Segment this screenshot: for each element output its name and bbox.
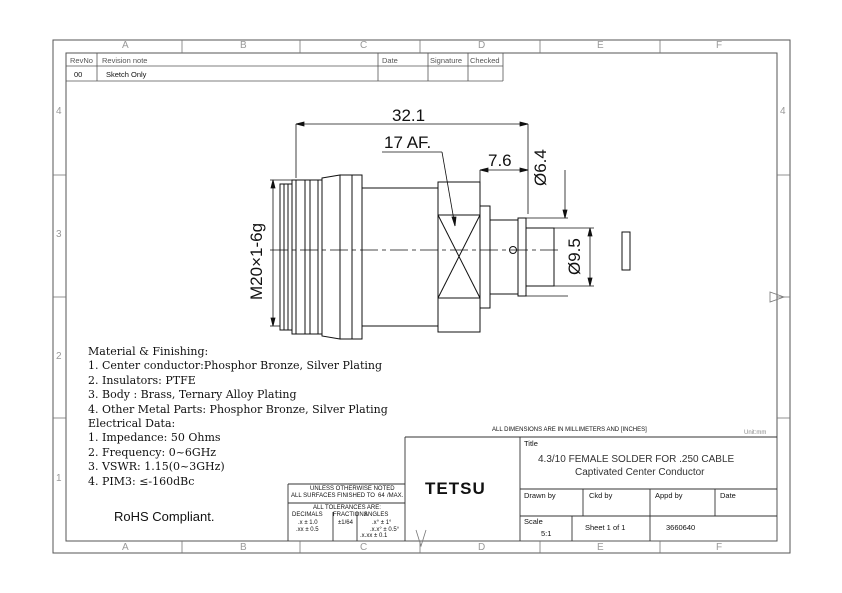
connector-drawing (270, 174, 631, 340)
company-logo: TETSU (425, 479, 486, 498)
grid-ticks (53, 40, 790, 553)
fractions-label: FRACTIONS (333, 512, 368, 518)
tolerance-line-2: ALL SURFACES FINISHED TO (291, 493, 375, 499)
sheet-number: Sheet 1 of 1 (585, 523, 626, 532)
notes-line: 1. Impedance: 50 Ohms (88, 431, 221, 445)
drawing-border (52, 39, 791, 554)
decimal-tol-1: .x ± 1.0 (298, 520, 318, 526)
notes-line: Electrical Data: (88, 417, 176, 431)
grid-col-f-bottom: F (716, 542, 723, 553)
signature-header: Signature (430, 56, 463, 65)
revision-table (66, 53, 504, 82)
title-block (287, 436, 777, 541)
grid-row-3: 3 (56, 229, 62, 240)
overall-length-dim: 32.1 (392, 106, 426, 125)
checked-header: Checked (470, 56, 500, 65)
scale-value: 5:1 (541, 529, 552, 538)
tolerance-header: ALL TOLERANCES ARE: (313, 505, 381, 511)
revision-note-value: Sketch Only (106, 70, 147, 79)
centering-arrow-bottom (415, 529, 427, 548)
decimal-tol-3: .x.xx ± 0.1 (360, 533, 388, 539)
notes-line: Material & Finishing: (88, 345, 209, 358)
part-number: 3660640 (666, 523, 696, 532)
ckd-by-label: Ckd by (589, 491, 613, 500)
grid-row-2: 2 (56, 351, 62, 362)
title-label: Title (524, 439, 538, 448)
grid-col-a-top: A (122, 40, 129, 51)
angle-tol-1: .x° ± 1° (372, 520, 392, 526)
title-line-2: Captivated Center Conductor (575, 467, 705, 478)
centering-arrow-right (769, 291, 786, 303)
drawn-by-label: Drawn by (524, 491, 556, 500)
angle-tol-2: .x.x° ± 0.5° (370, 527, 400, 533)
grid-col-a-bottom: A (122, 542, 129, 553)
grid-col-e-bottom: E (597, 542, 604, 553)
grid-col-e-top: E (597, 40, 604, 51)
grid-col-d-bottom: D (478, 542, 486, 553)
conductor-dia-dim: Ø6.4 (531, 149, 550, 186)
grid-col-c-bottom: C (360, 542, 368, 553)
rev-no-value: 00 (74, 70, 83, 79)
notes-line: 2. Insulators: PTFE (88, 373, 196, 387)
notes-line: 2. Frequency: 0~6GHz (88, 445, 217, 459)
rohs-note: RoHS Compliant. (114, 509, 215, 524)
decimal-tol-2: .xx ± 0.5 (296, 527, 319, 533)
rear-length-dim: 7.6 (488, 151, 512, 170)
grid-row-4: 4 (56, 106, 62, 117)
fraction-tol: ±1/64 (338, 520, 353, 526)
notes-line: 4. PIM3: ≤-160dBc (88, 474, 195, 488)
notes-line: 4. Other Metal Parts: Phosphor Bronze, S… (88, 402, 388, 416)
dimension-lines (270, 121, 594, 327)
date-label: Date (720, 491, 736, 500)
rev-no-header: RevNo (70, 56, 93, 65)
grid-row-4-right: 4 (780, 106, 786, 117)
grid-col-b-top: B (240, 40, 247, 51)
notes-line: 3. Body : Brass, Ternary Alloy Plating (88, 388, 297, 402)
grid-col-b-bottom: B (240, 542, 247, 553)
material-notes: Material & Finishing: 1. Center conducto… (88, 345, 388, 489)
finish-value: 64 (378, 493, 385, 499)
revision-note-header: Revision note (102, 56, 148, 65)
date-header: Date (382, 56, 398, 65)
finish-unit: /MAX. (387, 493, 404, 499)
title-line-1: 4.3/10 FEMALE SOLDER FOR .250 CABLE (538, 454, 735, 465)
grid-row-1: 1 (56, 473, 62, 484)
sleeve-dia-dim: Ø9.5 (565, 238, 584, 275)
scale-label: Scale (524, 517, 543, 526)
notes-line: 1. Center conductor:Phosphor Bronze, Sil… (88, 359, 383, 373)
dimensions-note: ALL DIMENSIONS ARE IN MILLIMETERS AND [I… (492, 427, 647, 433)
tolerance-line-1: UNLESS OTHERWISE NOTED (310, 486, 395, 492)
angles-label: ANGLES (364, 512, 389, 518)
grid-col-f-top: F (716, 40, 723, 51)
unit-label: Unit:mm (744, 430, 767, 436)
decimals-label: DECIMALS (292, 512, 323, 518)
notes-line: 3. VSWR: 1.15(0~3GHz) (88, 460, 225, 474)
thread-dim: M20×1-6g (247, 222, 266, 300)
grid-col-c-top: C (360, 40, 368, 51)
grid-col-d-top: D (478, 40, 486, 51)
hex-af-dim: 17 AF. (384, 133, 432, 152)
appd-by-label: Appd by (655, 491, 683, 500)
